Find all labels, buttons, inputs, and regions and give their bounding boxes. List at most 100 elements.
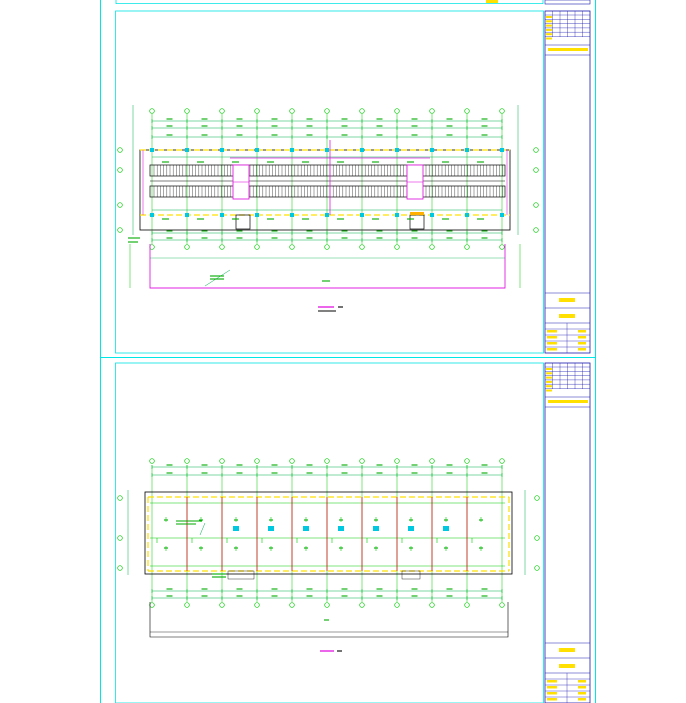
drawing-name-stamp (559, 298, 575, 302)
project-name-stamp (548, 48, 588, 51)
drawing-border (115, 10, 544, 354)
sheet-code-stamp (559, 664, 575, 668)
site-boundary (149, 244, 506, 289)
axis-bubble-5 (289, 108, 295, 114)
axis-bubble-9 (429, 244, 435, 250)
axis-bubble-10 (464, 108, 470, 114)
axis-bubble-8 (394, 458, 400, 464)
column (325, 148, 329, 152)
column-marker (373, 526, 379, 531)
sign-mark (578, 348, 586, 351)
row-bubble (117, 167, 123, 173)
drawing-name-stamp (559, 648, 575, 652)
stair-box (235, 214, 251, 230)
column (185, 213, 189, 217)
row-bubble (534, 535, 540, 541)
stair-box (409, 214, 425, 230)
sign-mark (547, 692, 557, 695)
column (290, 213, 294, 217)
axis-bubble-10 (464, 244, 470, 250)
title-grid-mark (546, 376, 552, 379)
axis-bubble-9 (429, 108, 435, 114)
sign-mark (578, 680, 586, 683)
axis-bubble-1 (149, 602, 155, 608)
axis-bubble-3 (219, 108, 225, 114)
row-bubble (117, 147, 123, 153)
column (150, 148, 154, 152)
title-grid-mark (546, 33, 552, 36)
row-bubble (117, 227, 123, 233)
sheet-structure-plan (115, 362, 591, 703)
axis-bubble-2 (184, 602, 190, 608)
row-bubble (117, 535, 123, 541)
column (360, 148, 364, 152)
axis-bubble-7 (359, 458, 365, 464)
axis-bubble-1 (149, 108, 155, 114)
column-marker (338, 526, 344, 531)
title-grid-mark (546, 372, 552, 375)
axis-bubble-9 (429, 458, 435, 464)
axis-bubble-3 (219, 602, 225, 608)
column (150, 213, 154, 217)
leader-line (204, 269, 231, 287)
axis-bubble-4 (254, 108, 260, 114)
axis-bubble-2 (184, 458, 190, 464)
row-bubble (534, 495, 540, 501)
column-marker (233, 526, 239, 531)
axis-bubble-3 (219, 458, 225, 464)
note-box (401, 570, 421, 580)
column (465, 148, 469, 152)
axis-bubble-3 (219, 244, 225, 250)
title-grid-mark (546, 20, 552, 23)
leader-line (199, 522, 206, 536)
column-marker (303, 526, 309, 531)
sheet-code-stamp (559, 314, 575, 318)
row-bubble (533, 147, 539, 153)
title-grid-mark (546, 389, 552, 392)
row-bubble (533, 202, 539, 208)
axis-bubble-8 (394, 108, 400, 114)
sign-mark (547, 336, 557, 339)
axis-bubble-6 (324, 108, 330, 114)
column-marker (443, 526, 449, 531)
axis-bubble-6 (324, 458, 330, 464)
axis-bubble-11 (499, 108, 505, 114)
row-bubble (534, 565, 540, 571)
sign-mark (547, 348, 557, 351)
title-grid-mark (546, 28, 552, 31)
axis-bubble-10 (464, 602, 470, 608)
axis-bubble-8 (394, 244, 400, 250)
sign-mark (578, 692, 586, 695)
axis-bubble-11 (499, 458, 505, 464)
axis-bubble-4 (254, 458, 260, 464)
column (220, 148, 224, 152)
sign-mark (578, 330, 586, 333)
row-bubble (533, 167, 539, 173)
drawing-border (115, 362, 544, 703)
column (255, 213, 259, 217)
column (220, 213, 224, 217)
site-boundary (149, 602, 509, 638)
column (395, 148, 399, 152)
sign-mark (547, 686, 557, 689)
sign-mark (578, 342, 586, 345)
column (290, 148, 294, 152)
sign-mark (547, 342, 557, 345)
axis-bubble-7 (359, 602, 365, 608)
column (325, 213, 329, 217)
axis-bubble-10 (464, 458, 470, 464)
axis-bubble-5 (289, 458, 295, 464)
axis-bubble-6 (324, 602, 330, 608)
axis-bubble-2 (184, 108, 190, 114)
column (500, 148, 504, 152)
room-strip (149, 185, 506, 198)
column-marker (408, 526, 414, 531)
row-bubble (117, 495, 123, 501)
axis-bubble-7 (359, 244, 365, 250)
column (255, 148, 259, 152)
sheet-floor-plan (115, 10, 591, 354)
title-grid-mark (546, 37, 552, 40)
title-grid-mark (546, 385, 552, 388)
axis-bubble-2 (184, 244, 190, 250)
title-grid-mark (546, 24, 552, 27)
